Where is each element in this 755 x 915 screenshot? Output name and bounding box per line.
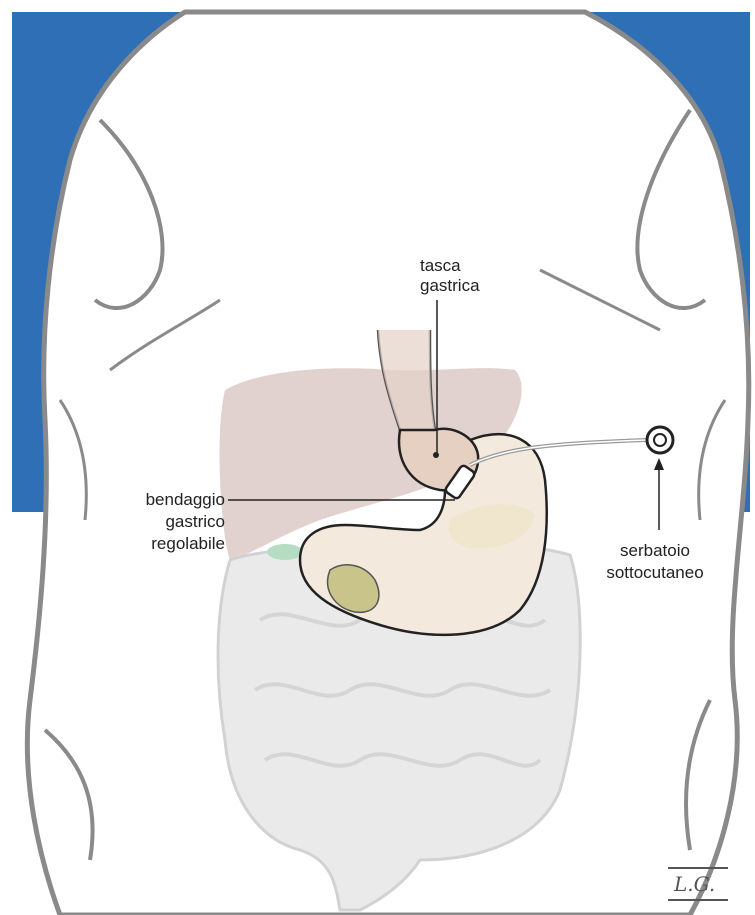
- label-band-line2: gastrico: [165, 512, 225, 531]
- pouch-marker-dot: [433, 452, 439, 458]
- label-band-line1: bendaggio: [146, 490, 225, 509]
- label-tasca-line2: gastrica: [420, 276, 480, 295]
- label-band-line3: regolabile: [151, 534, 225, 553]
- bile-duct-hint: [267, 544, 303, 560]
- signature: L.G.: [673, 872, 715, 896]
- port-inner: [654, 434, 666, 446]
- label-port-line1: serbatoio: [620, 541, 690, 560]
- label-port-line2: sottocutaneo: [606, 563, 703, 582]
- label-tasca-line1: tasca: [420, 256, 461, 275]
